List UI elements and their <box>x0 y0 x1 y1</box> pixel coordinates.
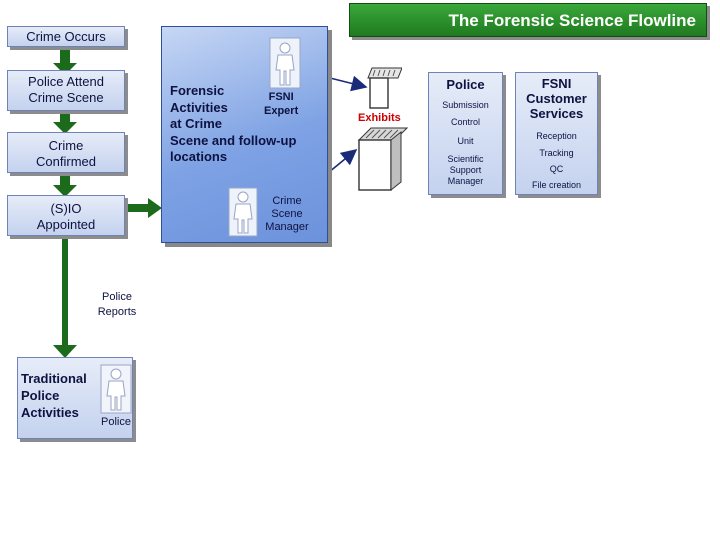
police-person-label: Police <box>101 416 131 428</box>
traditional-line-2: Police <box>21 388 60 403</box>
fsni-expert-line-1: FSNI <box>268 91 294 103</box>
exhibits-label: Exhibits <box>358 112 401 124</box>
police-item-unit: Unit <box>457 136 474 146</box>
green-arrow-long <box>53 238 77 358</box>
forensic-line-3: at Crime <box>170 116 223 131</box>
fsni-title: FSNI Customer Services <box>516 76 597 121</box>
csm-label: Crime Scene Manager <box>260 195 314 234</box>
fsni-title-line-2: Customer <box>526 91 587 106</box>
fsni-title-line-3: Services <box>529 106 584 121</box>
police-item-control: Control <box>450 117 480 127</box>
fsni-title-line-1: FSNI <box>541 76 572 91</box>
police-submission-box: Police Submission Control Unit Scientifi… <box>428 72 503 195</box>
forensic-line-4: Scene and follow-up <box>170 132 297 148</box>
traditional-line-3: Activities <box>21 405 79 420</box>
police-item-support: Support <box>449 165 482 175</box>
fsni-customer-services-box: FSNI Customer Services Reception Trackin… <box>515 72 598 195</box>
green-arrow-1 <box>53 47 77 75</box>
green-arrow-right <box>127 198 162 218</box>
police-reports-line-1: Police <box>102 291 132 303</box>
crime-occurs-box: Crime Occurs <box>7 26 125 47</box>
forensic-line-5: locations <box>170 149 228 164</box>
crime-occurs-label: Crime Occurs <box>26 29 106 44</box>
police-box-title: Police <box>446 77 485 92</box>
sio-appointed-line-1: (S)IO <box>50 201 82 216</box>
fsni-expert-label: FSNI Expert <box>264 90 298 118</box>
fsni-item-reception: Reception <box>536 131 577 141</box>
police-item-submission: Submission <box>442 100 489 110</box>
forensic-line-1: Forensic <box>170 83 225 98</box>
forensic-activities-label: Forensic Activities at Crime Scene and f… <box>170 83 296 166</box>
exhibit-bag-icon <box>366 66 403 110</box>
fsni-item-file-creation: File creation <box>531 180 582 190</box>
green-arrow-2 <box>53 110 77 134</box>
exhibit-box-icon <box>355 126 409 194</box>
sio-appointed-line-2: Appointed <box>36 217 96 232</box>
police-attend-line-2: Crime Scene <box>28 90 104 105</box>
crime-confirmed-box: Crime Confirmed <box>7 132 125 173</box>
csm-icon <box>228 187 258 237</box>
police-attend-box: Police Attend Crime Scene <box>7 70 125 111</box>
police-person-icon <box>100 364 132 414</box>
crime-confirmed-line-2: Confirmed <box>36 154 96 169</box>
police-item-manager: Manager <box>447 176 484 186</box>
fsni-item-qc: QC <box>549 164 564 174</box>
traditional-label: Traditional Police Activities <box>21 370 87 421</box>
forensic-line-2: Activities <box>170 99 228 115</box>
fsni-expert-icon <box>269 37 301 89</box>
traditional-police-box: Traditional Police Activities Police <box>17 357 133 439</box>
fsni-item-tracking: Tracking <box>539 148 574 158</box>
traditional-line-1: Traditional <box>21 371 87 386</box>
green-arrow-3 <box>53 173 77 197</box>
fsni-expert-line-2: Expert <box>264 105 299 117</box>
police-reports-label: Police Reports <box>92 290 142 320</box>
csm-line-2: Scene <box>271 208 303 220</box>
crime-confirmed-line-1: Crime <box>48 138 84 153</box>
title-text: The Forensic Science Flowline <box>448 11 696 30</box>
forensic-activities-box: Forensic Activities at Crime Scene and f… <box>161 26 328 243</box>
police-item-scientific: Scientific <box>447 154 484 164</box>
police-attend-line-1: Police Attend <box>28 74 104 89</box>
title-bar: The Forensic Science Flowline <box>349 3 707 37</box>
sio-appointed-box: (S)IO Appointed <box>7 195 125 236</box>
police-reports-line-2: Reports <box>97 306 137 318</box>
csm-line-1: Crime <box>272 195 302 207</box>
csm-line-3: Manager <box>265 221 309 233</box>
